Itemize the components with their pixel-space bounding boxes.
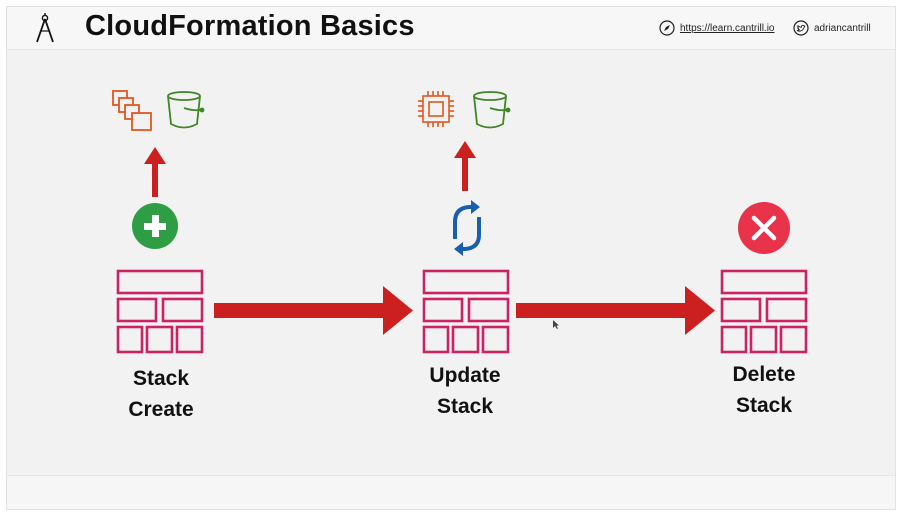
slide: CloudFormation Basics https://learn.cant… <box>6 6 896 510</box>
stage-create-label-line1: Stack <box>132 367 190 390</box>
slide-footer <box>7 475 895 509</box>
stack-lifecycle-diagram <box>112 90 808 354</box>
twitter-bird-icon <box>793 20 809 36</box>
stage-create-label-line2: Create <box>128 398 194 421</box>
compass-safari-icon <box>659 20 675 36</box>
stack-create-bricks-icon <box>116 269 204 354</box>
arrow-create-to-update <box>214 286 413 335</box>
x-circle-icon <box>738 202 790 254</box>
mouse-cursor-icon <box>553 320 559 329</box>
stage-update-label: Update Stack <box>395 360 535 422</box>
stack-delete-bricks-icon <box>720 269 808 354</box>
stage-create-label: Stack Create <box>91 363 231 425</box>
stage-update-label-line2: Stack <box>436 395 494 418</box>
slide-header: CloudFormation Basics https://learn.cant… <box>7 7 895 50</box>
twitter-link[interactable]: adriancantrill <box>793 20 871 36</box>
compass-icon <box>36 13 54 43</box>
stage-delete-label-line2: Stack <box>735 394 793 417</box>
site-link-text[interactable]: https://learn.cantrill.io <box>680 22 775 34</box>
stage-delete-label: Delete Stack <box>694 359 834 421</box>
slide-title: CloudFormation Basics <box>85 10 415 42</box>
stage-delete-label-line1: Delete <box>732 363 796 386</box>
refresh-icon <box>453 200 481 256</box>
s3-bucket-icon <box>473 91 511 129</box>
twitter-handle[interactable]: adriancantrill <box>814 22 871 34</box>
site-link[interactable]: https://learn.cantrill.io <box>659 20 775 36</box>
up-arrow <box>454 141 476 191</box>
ec2-chip-icon <box>418 91 454 127</box>
up-arrow <box>144 147 166 197</box>
arrow-update-to-delete <box>516 286 715 335</box>
stage-update-label-line1: Update <box>429 364 501 387</box>
plus-circle-icon <box>132 203 178 249</box>
ec2-instances-icon <box>112 90 152 131</box>
s3-bucket-icon <box>167 91 205 129</box>
stack-update-bricks-icon <box>422 269 510 354</box>
